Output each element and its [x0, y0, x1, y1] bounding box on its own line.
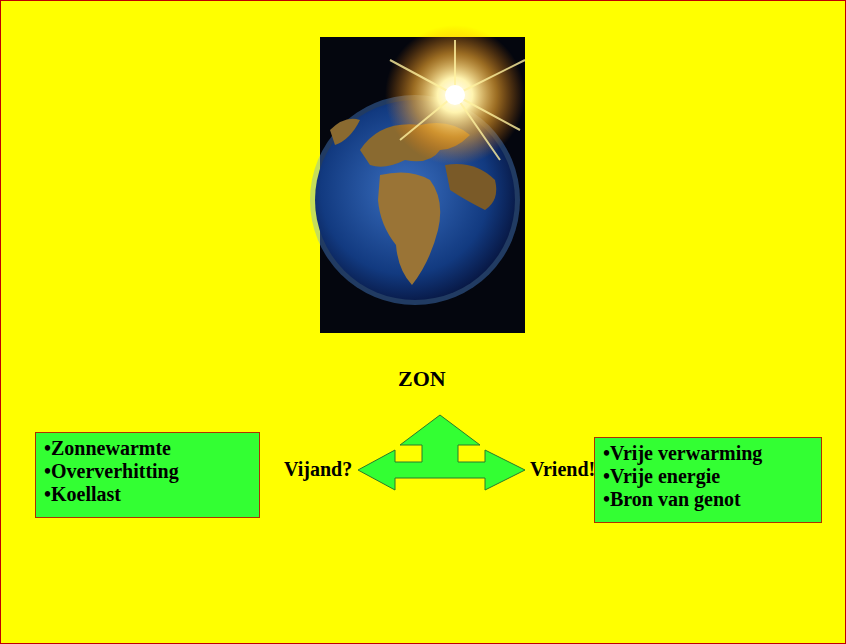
- sun-label: ZON: [398, 366, 446, 392]
- text-box: •Zonnewarmte•Oververhitting•Koellast: [35, 432, 260, 518]
- bullet-text: •Oververhitting: [44, 460, 251, 483]
- friend-label: Vriend!: [530, 458, 595, 481]
- enemy-label: Vijand?: [284, 458, 352, 481]
- bullet-text: •Vrije energie: [603, 465, 813, 488]
- three-way-arrow: [358, 415, 525, 490]
- earth-photo: [310, 25, 525, 333]
- text-box: •Vrije verwarming•Vrije energie•Bron van…: [594, 437, 822, 523]
- bullet-text: •Koellast: [44, 483, 251, 506]
- bullet-text: •Bron van genot: [603, 488, 813, 511]
- bullet-text: •Zonnewarmte: [44, 437, 251, 460]
- bullet-text: •Vrije verwarming: [603, 442, 813, 465]
